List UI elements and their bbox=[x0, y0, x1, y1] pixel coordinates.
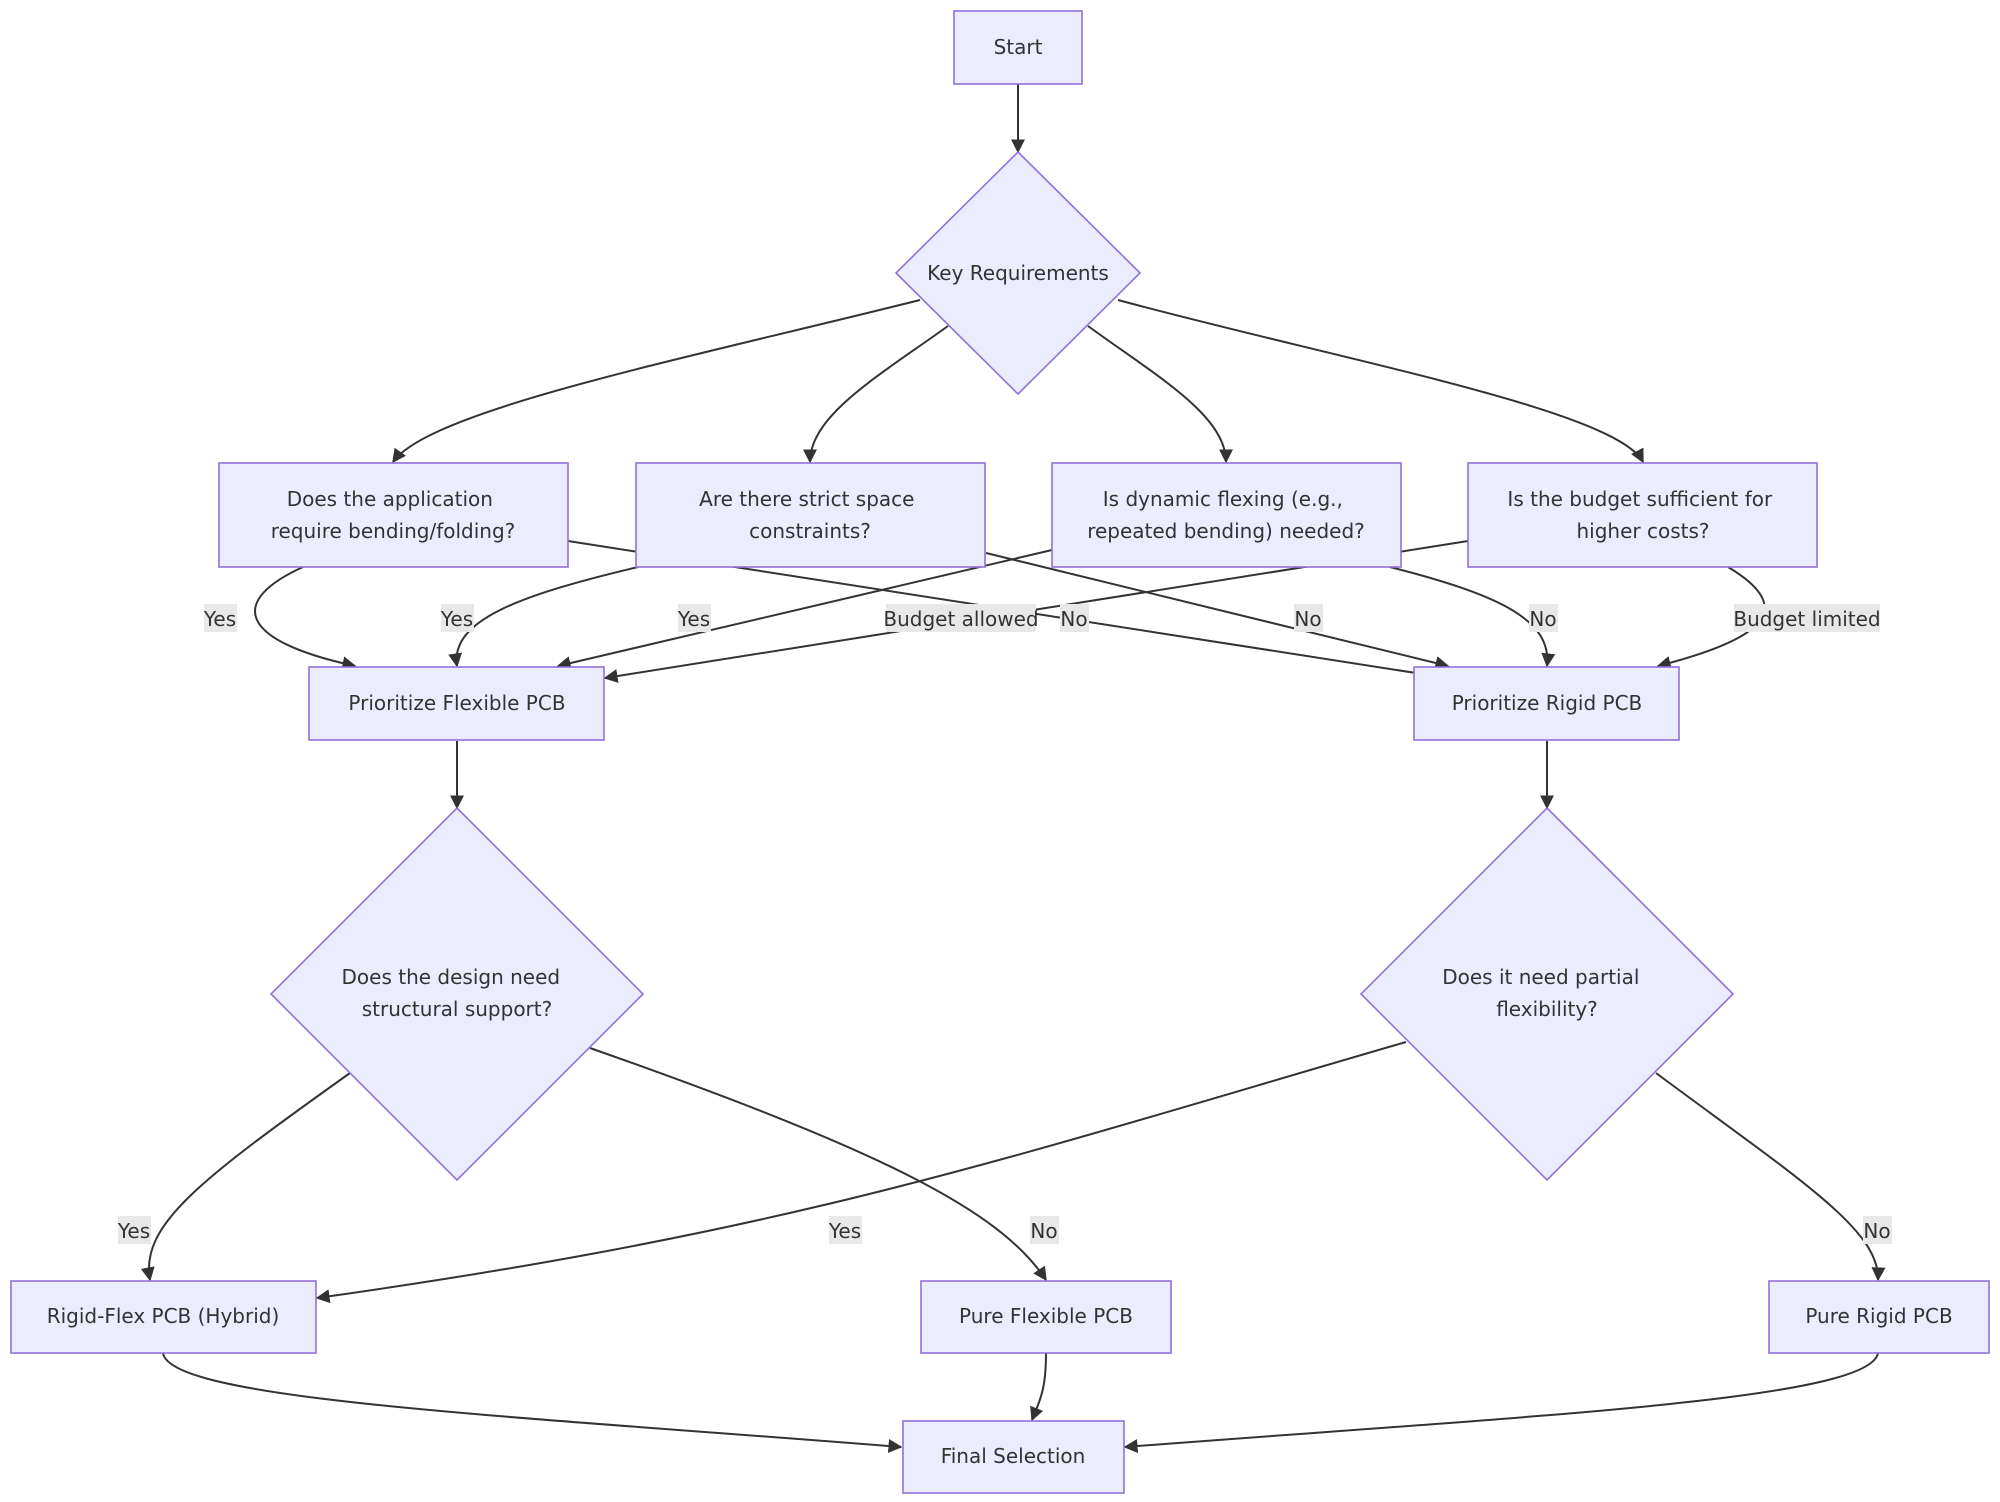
node-q-space-label: Are there strict space constraints? bbox=[699, 487, 921, 543]
node-q-bending-label: Does the application require bending/fol… bbox=[271, 487, 516, 543]
edge-pureflex-final bbox=[1030, 1352, 1047, 1422]
node-rigid-flex-hybrid-label: Rigid-Flex PCB (Hybrid) bbox=[47, 1304, 280, 1328]
node-q-dynamic-label: Is dynamic flexing (e.g., repeated bendi… bbox=[1087, 487, 1365, 543]
svg-text:No: No bbox=[1863, 1219, 1890, 1243]
svg-text:Budget allowed: Budget allowed bbox=[883, 607, 1038, 631]
edge-rigidflex-final bbox=[162, 1352, 903, 1453]
edge-label-q1-yes: Yes bbox=[203, 604, 237, 632]
edge-label-d1-no: No bbox=[1030, 1216, 1059, 1244]
node-start-label: Start bbox=[994, 35, 1043, 59]
node-d-partial: Does it need partial flexibility? bbox=[1359, 806, 1735, 1182]
edge-q3-flex bbox=[556, 549, 1053, 670]
svg-text:Yes: Yes bbox=[677, 607, 710, 631]
edge-q2-flex bbox=[448, 566, 639, 668]
edge-key-q3 bbox=[1087, 325, 1233, 464]
edge-label-d2-yes: Yes bbox=[828, 1216, 862, 1244]
edge-label-q4-allowed: Budget allowed bbox=[883, 604, 1039, 632]
edge-key-q4 bbox=[1117, 299, 1644, 464]
svg-text:Yes: Yes bbox=[117, 1219, 150, 1243]
edge-label-q3-no: No bbox=[1529, 604, 1558, 632]
node-d-partial-label: Does it need partial flexibility? bbox=[1442, 965, 1646, 1021]
edge-label-q4-limited: Budget limited bbox=[1733, 604, 1881, 632]
edge-label-d1-yes: Yes bbox=[117, 1216, 151, 1244]
svg-text:Yes: Yes bbox=[203, 607, 236, 631]
node-final-selection-label: Final Selection bbox=[941, 1444, 1086, 1468]
node-q-budget: Is the budget sufficient for higher cost… bbox=[1467, 462, 1818, 568]
edge-d2-rigidflex bbox=[315, 1041, 1407, 1304]
node-pure-rigid-label: Pure Rigid PCB bbox=[1805, 1304, 1952, 1328]
node-pure-flexible: Pure Flexible PCB bbox=[920, 1280, 1172, 1354]
edge-key-q2 bbox=[803, 325, 949, 464]
svg-text:Yes: Yes bbox=[440, 607, 473, 631]
node-q-dynamic: Is dynamic flexing (e.g., repeated bendi… bbox=[1051, 462, 1402, 568]
edge-q3-rigid bbox=[1389, 566, 1556, 668]
edge-d1-pureflex bbox=[589, 1047, 1047, 1282]
edge-label-q3-yes: Yes bbox=[677, 604, 711, 632]
svg-text:No: No bbox=[1529, 607, 1556, 631]
edge-d1-rigidflex bbox=[140, 1072, 351, 1282]
svg-text:No: No bbox=[1060, 607, 1087, 631]
svg-text:No: No bbox=[1294, 607, 1321, 631]
node-key-requirements-label: Key Requirements bbox=[927, 261, 1109, 285]
edge-d2-purerigid bbox=[1655, 1072, 1886, 1282]
edge-label-q1-no: No bbox=[1060, 604, 1089, 632]
node-q-bending: Does the application require bending/fol… bbox=[218, 462, 569, 568]
edge-label-d2-no: No bbox=[1863, 1216, 1892, 1244]
node-start: Start bbox=[953, 10, 1083, 85]
node-q-budget-label: Is the budget sufficient for higher cost… bbox=[1507, 487, 1778, 543]
node-rigid-flex-hybrid: Rigid-Flex PCB (Hybrid) bbox=[10, 1280, 317, 1354]
node-d-structural-label: Does the design need structural support? bbox=[342, 965, 567, 1021]
svg-text:No: No bbox=[1030, 1219, 1057, 1243]
edge-q1-flex bbox=[254, 566, 357, 671]
edge-purerigid-final bbox=[1123, 1352, 1879, 1454]
node-pure-rigid: Pure Rigid PCB bbox=[1768, 1280, 1990, 1354]
edge-q2-rigid bbox=[985, 552, 1450, 670]
node-prioritize-flexible: Prioritize Flexible PCB bbox=[308, 666, 605, 741]
node-prioritize-rigid-label: Prioritize Rigid PCB bbox=[1452, 691, 1643, 715]
edge-label-q2-yes: Yes bbox=[440, 604, 474, 632]
svg-text:Budget limited: Budget limited bbox=[1733, 607, 1880, 631]
node-key-requirements: Key Requirements bbox=[894, 150, 1142, 396]
node-pure-flexible-label: Pure Flexible PCB bbox=[959, 1304, 1133, 1328]
node-d-structural: Does the design need structural support? bbox=[269, 806, 645, 1182]
edge-key-q1 bbox=[392, 299, 921, 464]
edge-label-q2-no: No bbox=[1294, 604, 1323, 632]
node-prioritize-flexible-label: Prioritize Flexible PCB bbox=[348, 691, 565, 715]
svg-text:Yes: Yes bbox=[828, 1219, 861, 1243]
node-final-selection: Final Selection bbox=[902, 1420, 1125, 1494]
node-prioritize-rigid: Prioritize Rigid PCB bbox=[1413, 666, 1680, 741]
node-q-space: Are there strict space constraints? bbox=[635, 462, 986, 568]
